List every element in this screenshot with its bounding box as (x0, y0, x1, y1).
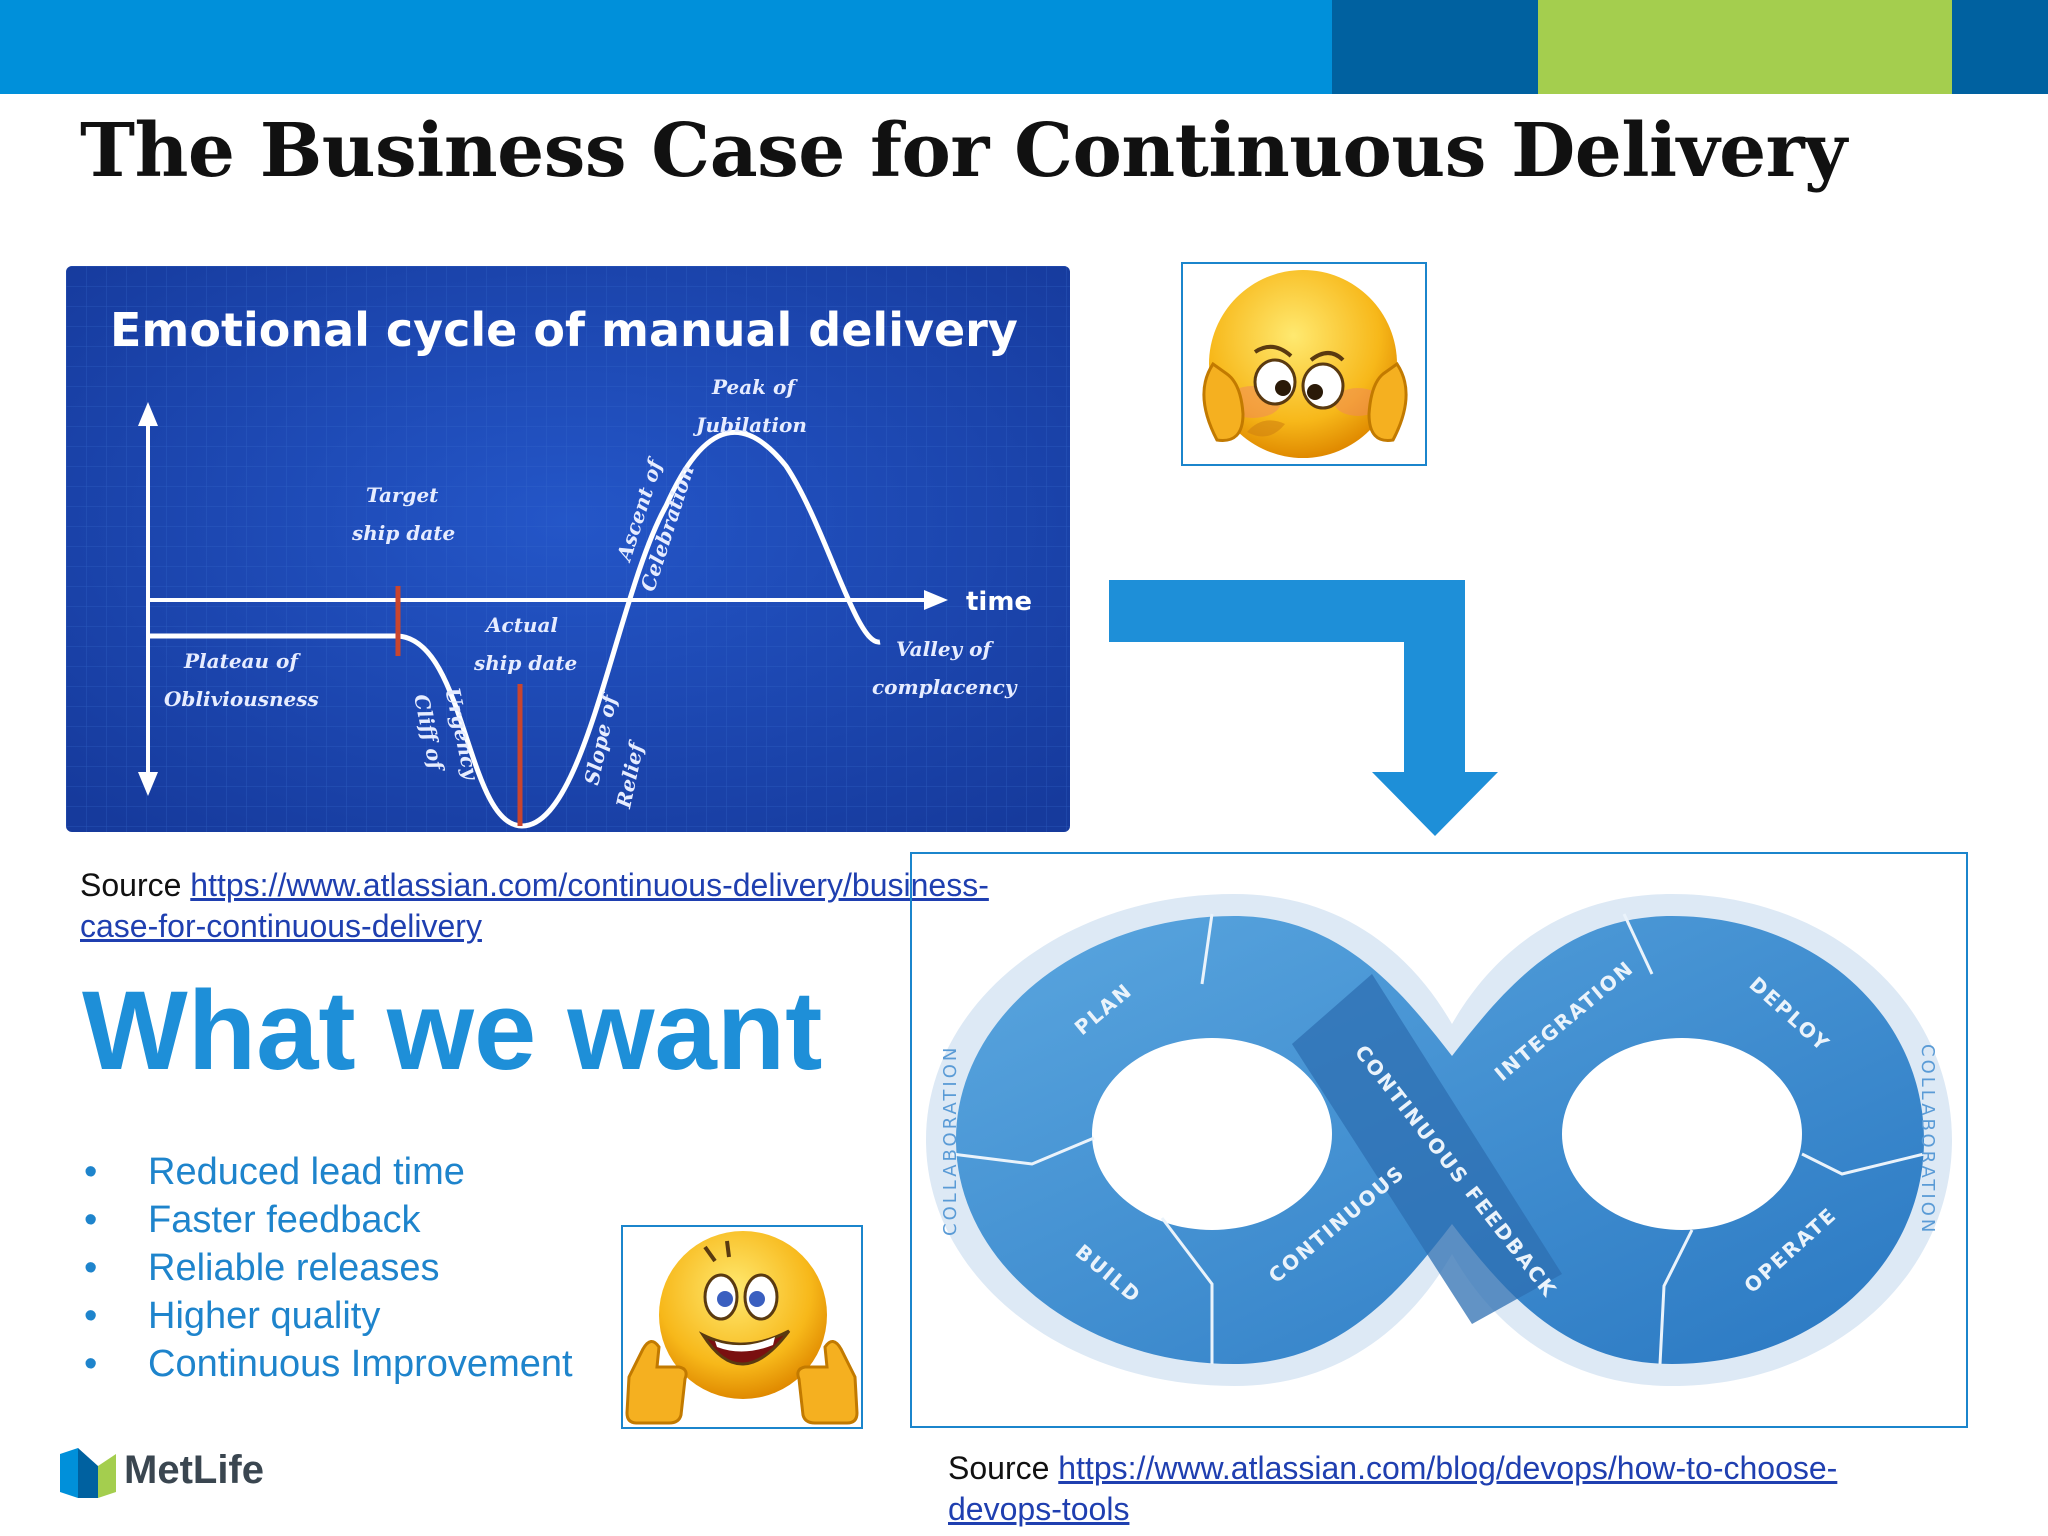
source-citation-2: Source https://www.atlassian.com/blog/de… (948, 1448, 1837, 1530)
list-item-text: Reliable releases (148, 1247, 440, 1289)
goals-list: • Reduced lead time • Faster feedback • Rel… (84, 1148, 573, 1388)
emotional-cycle-chart: Emotional cycle of manual delivery time … (66, 266, 1070, 832)
chart-title: Emotional cycle of manual delivery (110, 303, 1018, 357)
list-item: • Reliable releases (84, 1244, 573, 1292)
plateau-label-1: Plateau of (183, 649, 301, 673)
target-label-2: ship date (351, 521, 455, 545)
source-label-2: Source (948, 1450, 1050, 1486)
sad-emoji-frame (1181, 262, 1427, 466)
slide-title: The Business Case for Continuous Deliver… (80, 108, 1847, 194)
peak-label-1: Peak of (711, 375, 798, 399)
chart-grid (66, 266, 1070, 832)
source-label-1: Source (80, 867, 182, 903)
down-arrow-icon (1109, 580, 1498, 836)
collaboration-label-right: COLLABORATION (1917, 1044, 1938, 1235)
top-bar-dark-blue (1332, 0, 1538, 94)
worried-emoji-icon (1202, 270, 1408, 458)
happy-emoji-frame (621, 1225, 863, 1429)
list-item-text: Higher quality (148, 1295, 381, 1337)
source-link-2-cont[interactable]: devops-tools (948, 1491, 1130, 1527)
thumbs-up-emoji-icon (625, 1231, 859, 1425)
valley-label-2: complacency (872, 675, 1018, 699)
x-axis-label: time (966, 587, 1032, 617)
list-item: • Reduced lead time (84, 1148, 573, 1196)
x-axis (148, 590, 948, 610)
list-item-text: Faster feedback (148, 1199, 421, 1241)
bullet-icon: • (84, 1343, 98, 1385)
bullet-icon: • (84, 1199, 98, 1241)
top-bar-blue (0, 0, 1332, 94)
source-link-1-cont[interactable]: case-for-continuous-delivery (80, 908, 482, 944)
plateau-label-2: Obliviousness (164, 687, 319, 711)
actual-label-2: ship date (473, 651, 577, 675)
devops-loop-frame: PLAN BUILD CONTINUOUS INTEGRATION DEPLOY… (910, 852, 1968, 1428)
source-link-1[interactable]: https://www.atlassian.com/continuous-del… (190, 867, 989, 903)
list-item-text: Continuous Improvement (148, 1343, 573, 1385)
peak-label-2: Jubilation (692, 413, 807, 437)
metlife-logo-text: MetLife (124, 1448, 264, 1492)
bullet-icon: • (84, 1247, 98, 1289)
top-color-bar (0, 0, 2048, 94)
list-item: • Faster feedback (84, 1196, 573, 1244)
what-we-want-heading: What we want (82, 968, 823, 1093)
segment-dividers (951, 913, 1925, 1365)
list-item: • Higher quality (84, 1292, 573, 1340)
top-bar-green (1538, 0, 1952, 94)
list-item: • Continuous Improvement (84, 1340, 573, 1388)
source-link-2[interactable]: https://www.atlassian.com/blog/devops/ho… (1058, 1450, 1838, 1486)
collaboration-label-left: COLLABORATION (940, 1045, 961, 1236)
bullet-icon: • (84, 1151, 98, 1193)
devops-infinity-diagram: PLAN BUILD CONTINUOUS INTEGRATION DEPLOY… (926, 894, 1952, 1386)
actual-label-1: Actual (484, 613, 558, 637)
list-item-text: Reduced lead time (148, 1151, 465, 1193)
top-bar-dark-blue-end (1952, 0, 2048, 94)
emotion-curve (148, 430, 881, 829)
valley-label-1: Valley of (896, 637, 994, 661)
metlife-logo-icon (60, 1448, 116, 1498)
target-label-1: Target (366, 483, 439, 507)
bullet-icon: • (84, 1295, 98, 1337)
source-citation-1: Source https://www.atlassian.com/continu… (80, 865, 989, 947)
